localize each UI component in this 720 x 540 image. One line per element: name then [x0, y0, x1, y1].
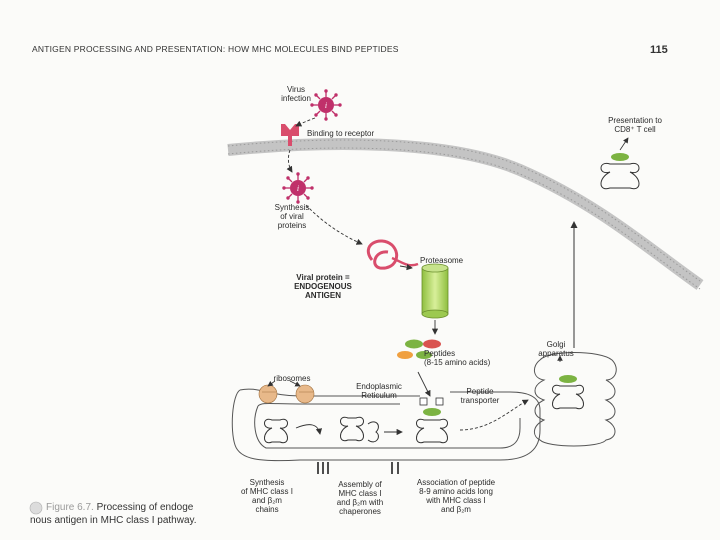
- golgi-apparatus-icon: [534, 352, 617, 447]
- label-golgi-apparatus: Golgi apparatus: [538, 340, 574, 358]
- label-virus-infection: Virus infection: [281, 85, 311, 103]
- figure-label: Figure 6.7.: [46, 502, 94, 513]
- mhc-class-i-peptide-loading-icon: [416, 408, 448, 444]
- mhc-class-i-assembly-icon: [340, 416, 379, 443]
- arrow-to-viral-protein: [305, 204, 363, 245]
- mhc-class-i-synthesis-icon: [264, 418, 288, 444]
- surface-mhc-peptide-icon: [600, 153, 640, 190]
- arrow-receptor-to-entry: [286, 149, 293, 173]
- label-synthesis-mhc: Synthesis of MHC class I and β₂m chains: [240, 478, 293, 514]
- caption-text-line1: Processing of endoge: [96, 502, 194, 513]
- arrow-to-cd8: [619, 137, 629, 151]
- golgi-mhc-complex-icon: [552, 375, 584, 410]
- arrow-synthesis-to-assembly: [295, 424, 323, 435]
- arrow-peptides-to-transporter: [417, 371, 431, 397]
- label-proteasome: Proteasome: [420, 256, 464, 265]
- virus-internalized-icon: i: [282, 172, 314, 204]
- page-number: 115: [650, 44, 668, 56]
- label-association-peptide: Association of peptide 8-9 amino acids l…: [416, 478, 496, 514]
- figure-caption: Figure 6.7. Processing of endoge: [46, 502, 193, 514]
- label-assembly-mhc: Assembly of MHC class I and β₂m with cha…: [336, 480, 384, 516]
- svg-text:i: i: [297, 184, 299, 193]
- arrow-virus-to-receptor: [295, 117, 316, 127]
- arrow-er-to-golgi: [459, 399, 529, 431]
- arrow-to-proteasome: [399, 264, 413, 271]
- cell-membrane: [227, 138, 704, 290]
- label-synthesis-viral-proteins: Synthesis of viral proteins: [274, 203, 310, 230]
- label-viral-protein-endogenous: Viral protein = ENDOGENOUS ANTIGEN: [294, 273, 352, 300]
- arrow-ribosome-2: [289, 380, 301, 387]
- proteasome-icon: [421, 263, 449, 319]
- label-presentation-cd8: Presentation to CD8⁺ T cell: [608, 116, 662, 134]
- label-ribosomes: ribosomes: [273, 374, 311, 383]
- page-header: ANTIGEN PROCESSING AND PRESENTATION: HOW…: [32, 44, 399, 54]
- label-binding-to-receptor: Binding to receptor: [307, 129, 375, 138]
- receptor-icon: [281, 124, 299, 146]
- viral-protein-icon: [366, 239, 419, 270]
- label-endoplasmic-reticulum: Endoplasmic Reticulum: [356, 382, 402, 400]
- svg-text:i: i: [325, 101, 327, 110]
- virus-icon: i: [310, 89, 342, 121]
- peptide-transporter-icon: [419, 397, 444, 406]
- label-peptides: Peptides (8-15 amino acids): [424, 349, 491, 367]
- caption-bullet-icon: [29, 501, 43, 515]
- peptide-fragments-icon: [397, 339, 441, 359]
- ribosome-icon: [258, 384, 315, 404]
- label-peptide-transporter: Peptide transporter: [460, 387, 500, 405]
- chaperone-marks: [317, 462, 399, 474]
- caption-text-line2: nous antigen in MHC class I pathway.: [30, 515, 197, 526]
- arrow-ribosome-1: [267, 380, 276, 387]
